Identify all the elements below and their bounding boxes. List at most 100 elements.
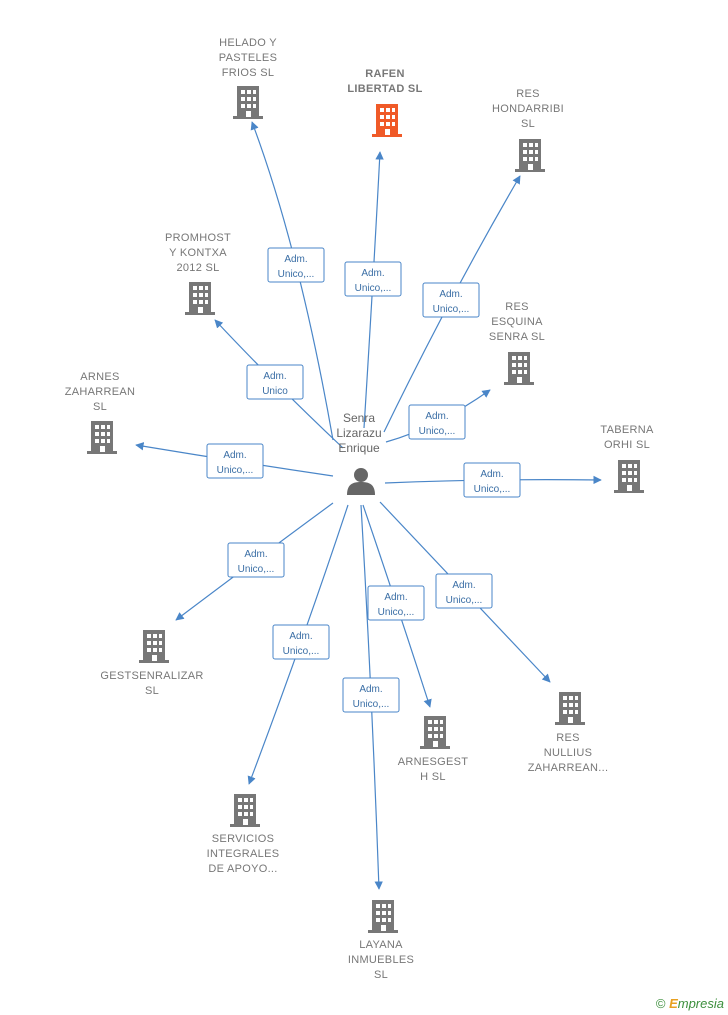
company-label-res-esquina[interactable]: RES: [505, 301, 529, 313]
company-label-taberna[interactable]: TABERNA: [600, 424, 654, 436]
company-label-gestsenralizar[interactable]: SL: [145, 685, 159, 697]
edge-label-box: [206, 443, 264, 479]
building-icon[interactable]: [420, 716, 450, 749]
company-label-servicios[interactable]: INTEGRALES: [207, 848, 280, 860]
building-icon[interactable]: [230, 794, 260, 827]
building-icon[interactable]: [555, 692, 585, 725]
edge-label-text: Unico,...: [353, 699, 390, 710]
company-label-arnes-zaharrean[interactable]: ZAHARREAN: [65, 386, 136, 398]
edge-label-res-nullius[interactable]: Adm. Unico,...: [435, 573, 493, 609]
edge-label-text: Adm.: [439, 289, 462, 300]
company-label-arnesgesth[interactable]: ARNESGEST: [398, 756, 469, 768]
edge-label-text: Adm.: [263, 371, 286, 382]
building-icon[interactable]: [87, 421, 117, 454]
edge-label-helado[interactable]: Adm. Unico,...: [267, 247, 325, 283]
edge-label-text: Adm.: [289, 631, 312, 642]
brand-logo-text: mpresia: [677, 996, 724, 1011]
building-icon[interactable]: [139, 630, 169, 663]
edge-label-text: Unico,...: [433, 304, 470, 315]
edge-label-text: Unico,...: [238, 564, 275, 575]
edge-label-box: [367, 585, 425, 621]
edge-label-text: Adm.: [284, 254, 307, 265]
edge-label-text: Unico,...: [419, 426, 456, 437]
edge-label-text: Adm.: [452, 580, 475, 591]
edge-label-box: [227, 542, 285, 578]
company-label-helado[interactable]: PASTELES: [219, 52, 277, 64]
edge-label-box: [463, 462, 521, 498]
edge-label-res-esquina[interactable]: Adm. Unico,...: [408, 404, 466, 440]
person-icon[interactable]: [347, 468, 375, 495]
building-icon[interactable]: [614, 460, 644, 493]
company-label-res-hondarribi[interactable]: RES: [516, 88, 540, 100]
company-label-helado[interactable]: FRIOS SL: [222, 67, 275, 79]
edge-label-text: Unico,...: [446, 595, 483, 606]
company-label-rafen[interactable]: RAFEN: [365, 68, 404, 80]
edge-label-text: Unico,...: [217, 465, 254, 476]
edge-label-box: [408, 404, 466, 440]
company-label-layana[interactable]: SL: [374, 969, 388, 981]
company-label-res-esquina[interactable]: ESQUINA: [491, 316, 543, 328]
edge-label-arnes-zaharrean[interactable]: Adm. Unico,...: [206, 443, 264, 479]
building-icon[interactable]: [233, 86, 263, 119]
edge-label-text: Adm.: [244, 549, 267, 560]
edge-label-text: Adm.: [480, 469, 503, 480]
edge-label-text: Adm.: [425, 411, 448, 422]
edge-label-layana[interactable]: Adm. Unico,...: [342, 677, 400, 713]
edge-label-text: Unico,...: [378, 607, 415, 618]
center-label-line-1: Senra: [343, 411, 375, 425]
copyright-symbol: ©: [655, 996, 666, 1011]
edge-label-box: [435, 573, 493, 609]
edge-label-text: Unico,...: [278, 269, 315, 280]
company-label-gestsenralizar[interactable]: GESTSENRALIZAR: [100, 670, 203, 682]
edge-label-res-hondarribi[interactable]: Adm. Unico,...: [422, 282, 480, 318]
edge-label-box: [422, 282, 480, 318]
edge-label-servicios[interactable]: Adm. Unico,...: [272, 624, 330, 660]
company-label-res-hondarribi[interactable]: SL: [521, 118, 535, 130]
company-label-arnes-zaharrean[interactable]: SL: [93, 401, 107, 413]
edge-label-arnesgesth[interactable]: Adm. Unico,...: [367, 585, 425, 621]
company-label-arnesgesth[interactable]: H SL: [420, 771, 446, 783]
edge-label-box: [246, 364, 304, 400]
company-label-promhost[interactable]: Y KONTXA: [169, 247, 227, 259]
edge-label-gestsenralizar[interactable]: Adm. Unico,...: [227, 542, 285, 578]
edge-label-promhost[interactable]: Adm. Unico: [246, 364, 304, 400]
edge-label-text: Unico,...: [283, 646, 320, 657]
company-label-res-esquina[interactable]: SENRA SL: [489, 331, 545, 343]
company-label-res-nullius[interactable]: ZAHARREAN...: [528, 762, 609, 774]
company-label-helado[interactable]: HELADO Y: [219, 37, 277, 49]
company-label-servicios[interactable]: DE APOYO...: [208, 863, 277, 875]
copyright-footer: © Empresia: [656, 996, 724, 1011]
edge-label-box: [344, 261, 402, 297]
edge-label-taberna[interactable]: Adm. Unico,...: [463, 462, 521, 498]
building-icon[interactable]: [372, 104, 402, 137]
edge-label-text: Adm.: [384, 592, 407, 603]
company-label-arnes-zaharrean[interactable]: ARNES: [80, 371, 119, 383]
edge-label-text: Adm.: [223, 450, 246, 461]
edge-label-text: Unico: [262, 386, 288, 397]
company-label-res-nullius[interactable]: RES: [556, 732, 580, 744]
company-label-layana[interactable]: LAYANA: [359, 939, 403, 951]
company-label-taberna[interactable]: ORHI SL: [604, 439, 650, 451]
building-icon[interactable]: [368, 900, 398, 933]
edge-label-box: [272, 624, 330, 660]
brand-logo-initial: E: [669, 996, 678, 1011]
company-label-res-hondarribi[interactable]: HONDARRIBI: [492, 103, 564, 115]
company-label-servicios[interactable]: SERVICIOS: [212, 833, 274, 845]
company-label-res-nullius[interactable]: NULLIUS: [544, 747, 593, 759]
building-icon[interactable]: [504, 352, 534, 385]
edge-label-box: [342, 677, 400, 713]
edge-label-box: [267, 247, 325, 283]
edge-label-text: Unico,...: [355, 283, 392, 294]
building-icon[interactable]: [185, 282, 215, 315]
company-label-promhost[interactable]: 2012 SL: [176, 262, 219, 274]
company-label-rafen[interactable]: LIBERTAD SL: [347, 83, 422, 95]
center-label-line-2: Lizarazu: [336, 426, 381, 440]
company-label-layana[interactable]: INMUEBLES: [348, 954, 414, 966]
edge-label-text: Unico,...: [474, 484, 511, 495]
edge-label-rafen[interactable]: Adm. Unico,...: [344, 261, 402, 297]
building-icon[interactable]: [515, 139, 545, 172]
edge-label-text: Adm.: [361, 268, 384, 279]
edge-label-text: Adm.: [359, 684, 382, 695]
company-label-promhost[interactable]: PROMHOST: [165, 232, 231, 244]
